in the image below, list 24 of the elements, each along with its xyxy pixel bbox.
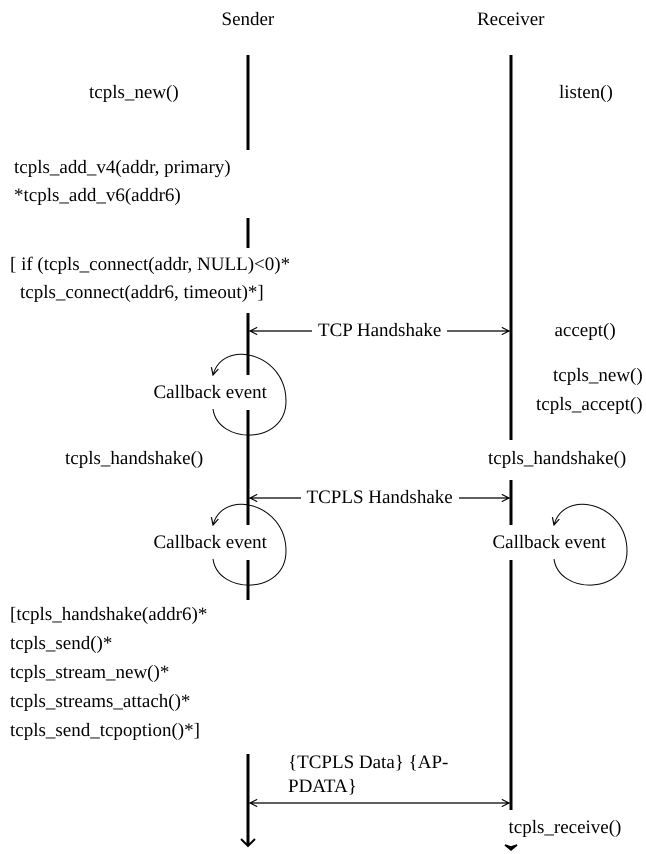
function-call: accept() xyxy=(554,319,616,343)
message-arrow xyxy=(249,798,510,808)
function-call: tcpls_streams_attach()* xyxy=(10,690,190,714)
function-call: tcpls_connect(addr6, timeout)*] xyxy=(20,281,264,305)
event-label: Callback event xyxy=(154,531,267,555)
event-label: Callback event xyxy=(492,531,606,555)
function-call: [ if (tcpls_connect(addr, NULL)<0)* xyxy=(10,253,290,277)
function-call: tcpls_add_v4(addr, primary) xyxy=(14,156,231,180)
function-call: tcpls_stream_new()* xyxy=(10,661,170,685)
edge-label: {TCPLS Data} {AP- PDATA} xyxy=(288,751,450,799)
participant-name: Receiver xyxy=(477,8,545,32)
function-call: tcpls_new() xyxy=(553,364,643,388)
function-call: tcpls_new() xyxy=(89,81,179,105)
participant-name: Sender xyxy=(222,8,274,32)
function-call: *tcpls_add_v6(addr6) xyxy=(14,184,181,208)
function-call: tcpls_handshake() xyxy=(65,447,204,471)
function-call: tcpls_handshake() xyxy=(488,447,626,471)
function-call: tcpls_accept() xyxy=(536,393,643,417)
function-call: tcpls_send_tcpoption()*] xyxy=(10,719,200,743)
function-call: tcpls_send()* xyxy=(10,632,112,656)
function-call: listen() xyxy=(559,81,613,105)
function-call: tcpls_receive() xyxy=(508,816,622,840)
function-call: [tcpls_handshake(addr6)* xyxy=(10,603,208,627)
event-label: Callback event xyxy=(154,381,267,405)
